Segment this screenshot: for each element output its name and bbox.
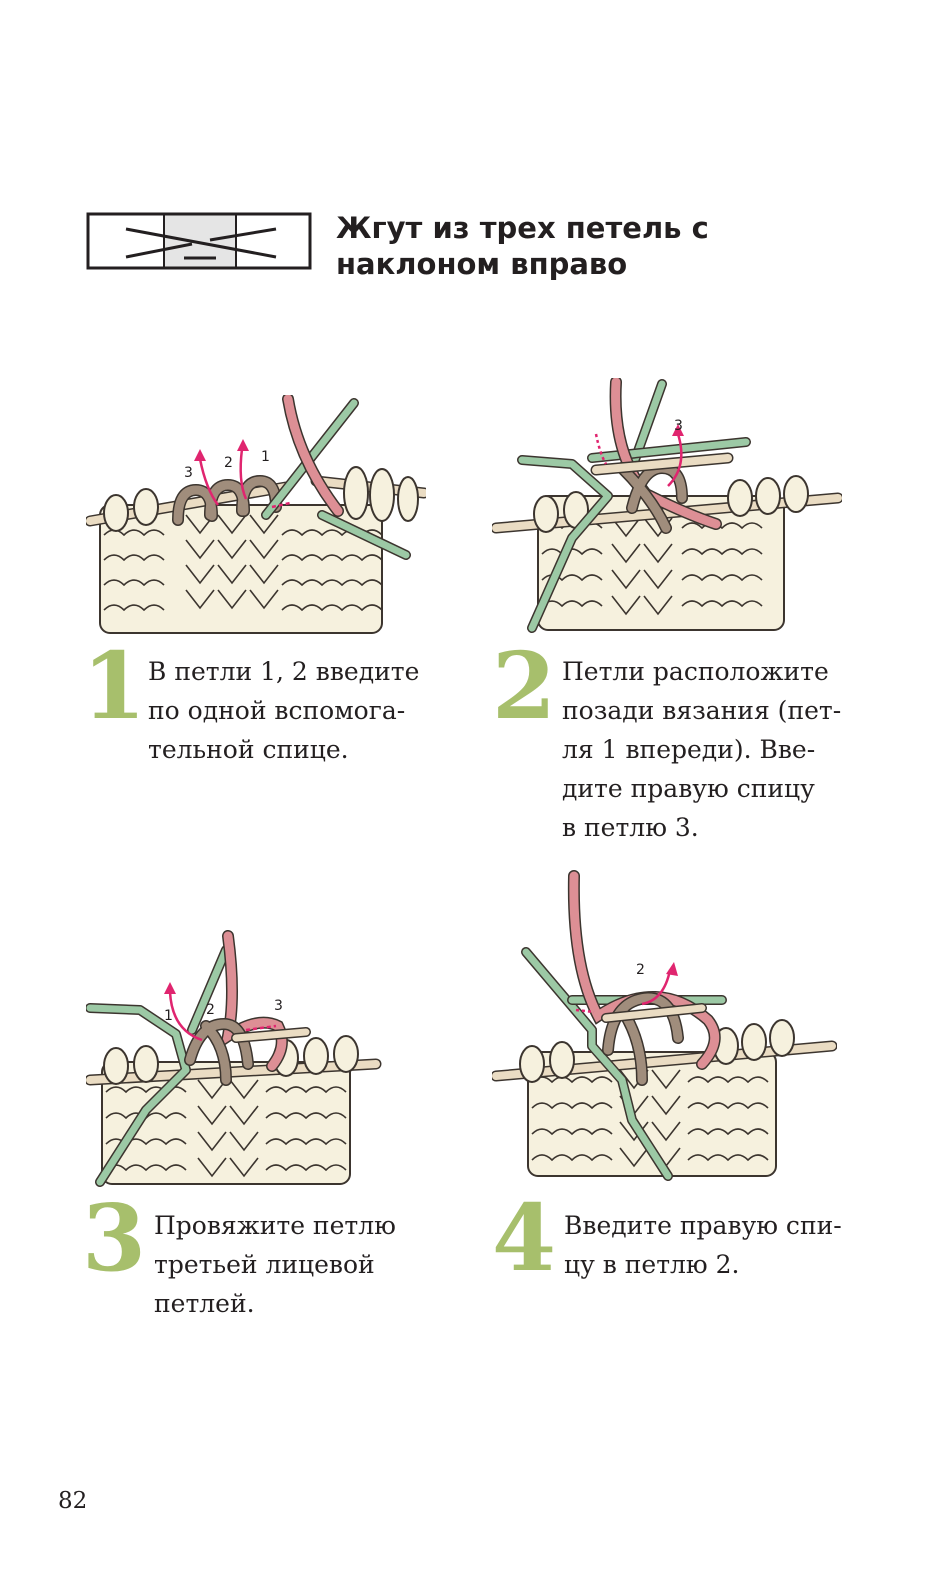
loop-label-1: 1 xyxy=(164,1008,173,1024)
step-3-illustration: 1 2 3 xyxy=(86,930,382,1187)
loop-label-3: 3 xyxy=(674,418,683,434)
text-line: дите правую спицу xyxy=(562,774,815,803)
knitted-fabric xyxy=(527,1051,777,1177)
step-2-text: Петли расположите позади вязания (пет- л… xyxy=(562,652,841,847)
loop-label-3: 3 xyxy=(274,998,283,1014)
step-number-1: 1 xyxy=(82,632,147,740)
step-4-illustration: 2 xyxy=(492,870,837,1181)
cable-symbol-icon xyxy=(86,212,312,270)
step-2-illustration: 3 xyxy=(492,378,842,633)
step-number-4: 4 xyxy=(492,1184,557,1292)
text-line: третьей лицевой xyxy=(154,1250,375,1279)
text-line: петлей. xyxy=(154,1289,255,1318)
loop-label-2: 2 xyxy=(206,1002,215,1018)
text-line: позади вязания (пет- xyxy=(562,696,842,725)
text-line: ля 1 впереди). Вве- xyxy=(562,735,816,764)
text-line: В петли 1, 2 введите xyxy=(148,657,420,686)
text-line: по одной вспомога- xyxy=(148,696,406,725)
text-line: Провяжите петлю xyxy=(154,1211,396,1240)
step-1-illustration: 3 2 1 xyxy=(86,395,426,634)
text-line: Введите правую спи- xyxy=(564,1211,842,1240)
step-number-3: 3 xyxy=(82,1184,147,1292)
step-1-text: В петли 1, 2 введите по одной вспомога- … xyxy=(148,652,419,769)
loop-label-3: 3 xyxy=(184,465,193,481)
step-number-2: 2 xyxy=(492,632,557,740)
loop-label-2: 2 xyxy=(224,455,233,471)
page-title: Жгут из трех петель с наклоном вправо xyxy=(336,211,709,281)
text-line: цу в петлю 2. xyxy=(564,1250,740,1279)
text-line: в петлю 3. xyxy=(562,813,699,842)
step-3-text: Провяжите петлю третьей лицевой петлей. xyxy=(154,1206,396,1323)
page-number: 82 xyxy=(58,1488,88,1514)
loop-label-1: 1 xyxy=(261,449,270,465)
text-line: тельной спице. xyxy=(148,735,349,764)
text-line: Петли расположите xyxy=(562,657,829,686)
loop-label-2: 2 xyxy=(636,962,645,978)
step-4-text: Введите правую спи- цу в петлю 2. xyxy=(564,1206,842,1284)
